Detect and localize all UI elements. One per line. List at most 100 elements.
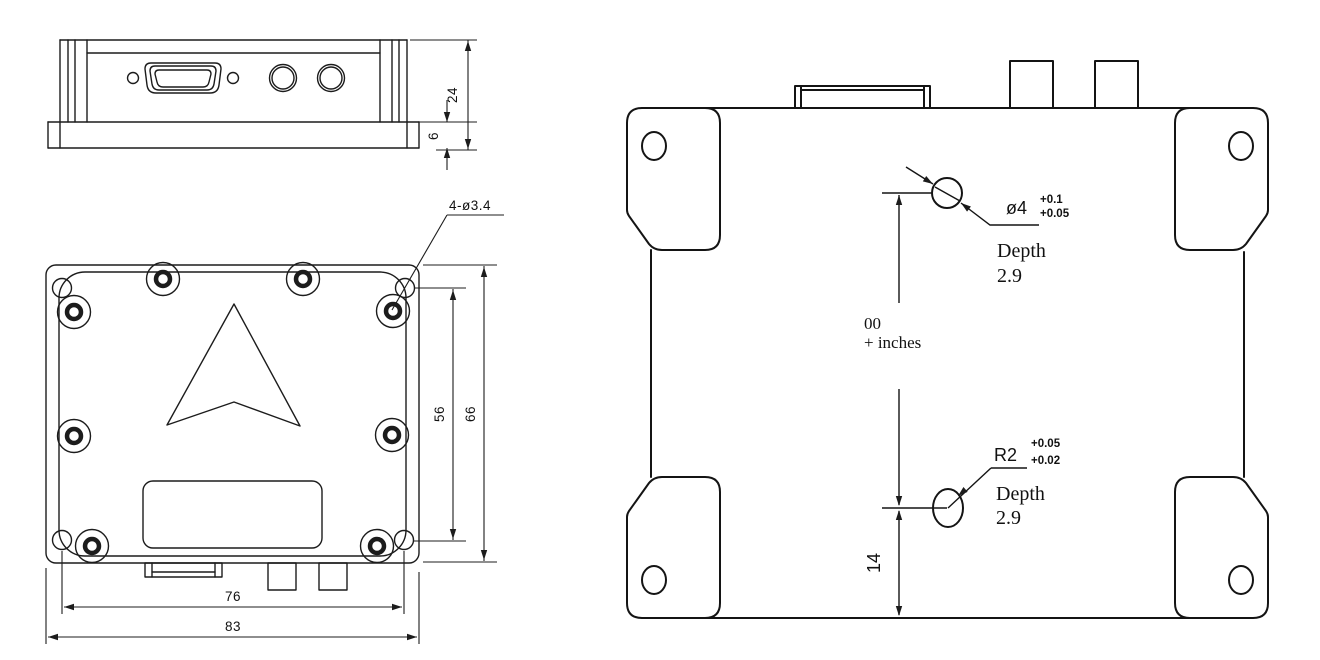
screw-boss-outer bbox=[145, 261, 181, 297]
label-recess bbox=[142, 480, 323, 549]
dsub-screw-hole-left bbox=[126, 71, 140, 85]
ear-hole-bottom-right bbox=[393, 529, 415, 551]
top-edge-connectors bbox=[794, 60, 1139, 109]
plate-inner-outline bbox=[58, 271, 407, 557]
dsub-bump bbox=[794, 85, 931, 109]
arrowhead bbox=[922, 175, 933, 184]
arrowhead bbox=[64, 603, 74, 611]
dimension-83: 83 bbox=[45, 568, 420, 644]
screw-bosses bbox=[56, 261, 411, 564]
arrowhead bbox=[443, 148, 451, 158]
arrowhead bbox=[464, 41, 472, 51]
arrowhead bbox=[407, 633, 417, 641]
hole-slash bbox=[934, 186, 961, 202]
dimension-66: 66 bbox=[423, 264, 497, 563]
hole-bottom-callout: R2 +0.05 +0.02 Depth 2.9 bbox=[882, 438, 1061, 529]
arrowhead bbox=[48, 633, 58, 641]
hole-top-diameter-label: ø4 bbox=[1006, 198, 1027, 218]
round-connector-2-inner bbox=[319, 66, 343, 90]
callout-4xd34-label: 4-ø3.4 bbox=[449, 198, 491, 213]
leader-line bbox=[391, 214, 448, 311]
square-connector-2 bbox=[1094, 60, 1139, 109]
arrowhead bbox=[443, 112, 451, 122]
dsub-connector-front bbox=[126, 62, 240, 94]
screw-boss-outer bbox=[285, 261, 321, 297]
arrowhead bbox=[480, 550, 488, 560]
hole-bottom-depth-value: 2.9 bbox=[996, 507, 1021, 529]
screw-boss-outer bbox=[359, 528, 395, 564]
tab-hole-top-left bbox=[641, 131, 667, 161]
hole-top-tol-lower: +0.05 bbox=[1040, 208, 1070, 220]
square-connector-1 bbox=[1009, 60, 1054, 109]
screw-boss-outer bbox=[56, 418, 92, 454]
dimension-56: 56 bbox=[413, 287, 466, 542]
arrowhead bbox=[392, 603, 402, 611]
dim-24-label: 24 bbox=[445, 87, 460, 103]
callout-holes: 4-ø3.4 bbox=[391, 198, 504, 311]
connector-profile-2 bbox=[318, 562, 348, 591]
arrowhead bbox=[449, 529, 457, 539]
screw-boss-outer bbox=[74, 528, 110, 564]
hole-bottom-tol-upper: +0.05 bbox=[1031, 438, 1061, 450]
hole-bottom-radius-label: R2 bbox=[994, 445, 1017, 465]
arrowhead bbox=[958, 487, 968, 496]
arrow-logo bbox=[166, 303, 301, 427]
dim-6-label: 6 bbox=[426, 132, 441, 140]
screw-boss-inner bbox=[367, 536, 387, 556]
leader-line bbox=[960, 202, 1039, 226]
vertical-dimension-chain: 00 + inches 14 bbox=[864, 195, 921, 616]
tab-hole-bottom-left bbox=[641, 565, 667, 595]
arrowhead bbox=[449, 290, 457, 300]
hole-top-depth-label: Depth bbox=[997, 240, 1046, 262]
dim-56-label: 56 bbox=[432, 406, 447, 422]
screw-boss-inner bbox=[293, 269, 313, 289]
dsub-shell-mid bbox=[149, 65, 217, 91]
tab-hole-bottom-right bbox=[1228, 565, 1254, 595]
ear-hole-top-left bbox=[51, 277, 73, 299]
mounting-tab-bottom-right bbox=[1174, 476, 1269, 619]
ear-hole-bottom-left bbox=[51, 529, 73, 551]
screw-boss-inner bbox=[153, 269, 173, 289]
screw-boss-outer bbox=[374, 417, 410, 453]
round-connector-1-inner bbox=[271, 66, 295, 90]
round-connector-1-outer bbox=[268, 63, 298, 93]
mounting-tab-top-right bbox=[1174, 107, 1269, 251]
leader-line bbox=[947, 467, 992, 509]
dimension-24: 24 bbox=[410, 39, 477, 151]
arrowhead bbox=[464, 139, 472, 149]
bottom-view: ø4 +0.1 +0.05 Depth 2.9 00 + inches 14 bbox=[626, 60, 1269, 619]
dsub-screw-hole-right bbox=[226, 71, 240, 85]
arrowhead bbox=[895, 510, 903, 520]
tab-hole-top-right bbox=[1228, 131, 1254, 161]
top-view: 4-ø3.4 56 66 76 bbox=[45, 198, 504, 644]
hole-top-depth-value: 2.9 bbox=[997, 265, 1022, 287]
mounting-tab-bottom-left bbox=[626, 476, 721, 619]
front-view: 24 6 bbox=[47, 39, 477, 170]
bottom-edge-connectors bbox=[144, 562, 348, 591]
plate-outer-outline bbox=[45, 264, 420, 564]
screw-boss-inner bbox=[64, 426, 84, 446]
arrowhead bbox=[480, 267, 488, 277]
hole-top-callout: ø4 +0.1 +0.05 Depth 2.9 bbox=[882, 166, 1070, 287]
screw-boss-outer bbox=[375, 293, 411, 329]
dsub-profile bbox=[144, 562, 223, 578]
dimension-76: 76 bbox=[61, 551, 405, 614]
screw-boss-inner bbox=[64, 302, 84, 322]
screw-boss-inner bbox=[383, 301, 403, 321]
dim-66-label: 66 bbox=[463, 406, 478, 422]
hole-bottom-depth-label: Depth bbox=[996, 483, 1045, 505]
dim-76-label: 76 bbox=[225, 589, 241, 604]
hole-bottom-tol-lower: +0.02 bbox=[1031, 455, 1060, 467]
dim-83-label: 83 bbox=[225, 619, 241, 634]
hole-top-tol-upper: +0.1 bbox=[1040, 194, 1063, 206]
round-connector-2-outer bbox=[316, 63, 346, 93]
arrowhead bbox=[895, 606, 903, 616]
connector-profile-1 bbox=[267, 562, 297, 591]
screw-boss-inner bbox=[82, 536, 102, 556]
mounting-tab-top-left bbox=[626, 107, 721, 251]
origin-note-line2: + inches bbox=[864, 333, 921, 352]
dsub-shell-outer bbox=[144, 62, 222, 94]
screw-boss-outer bbox=[56, 294, 92, 330]
